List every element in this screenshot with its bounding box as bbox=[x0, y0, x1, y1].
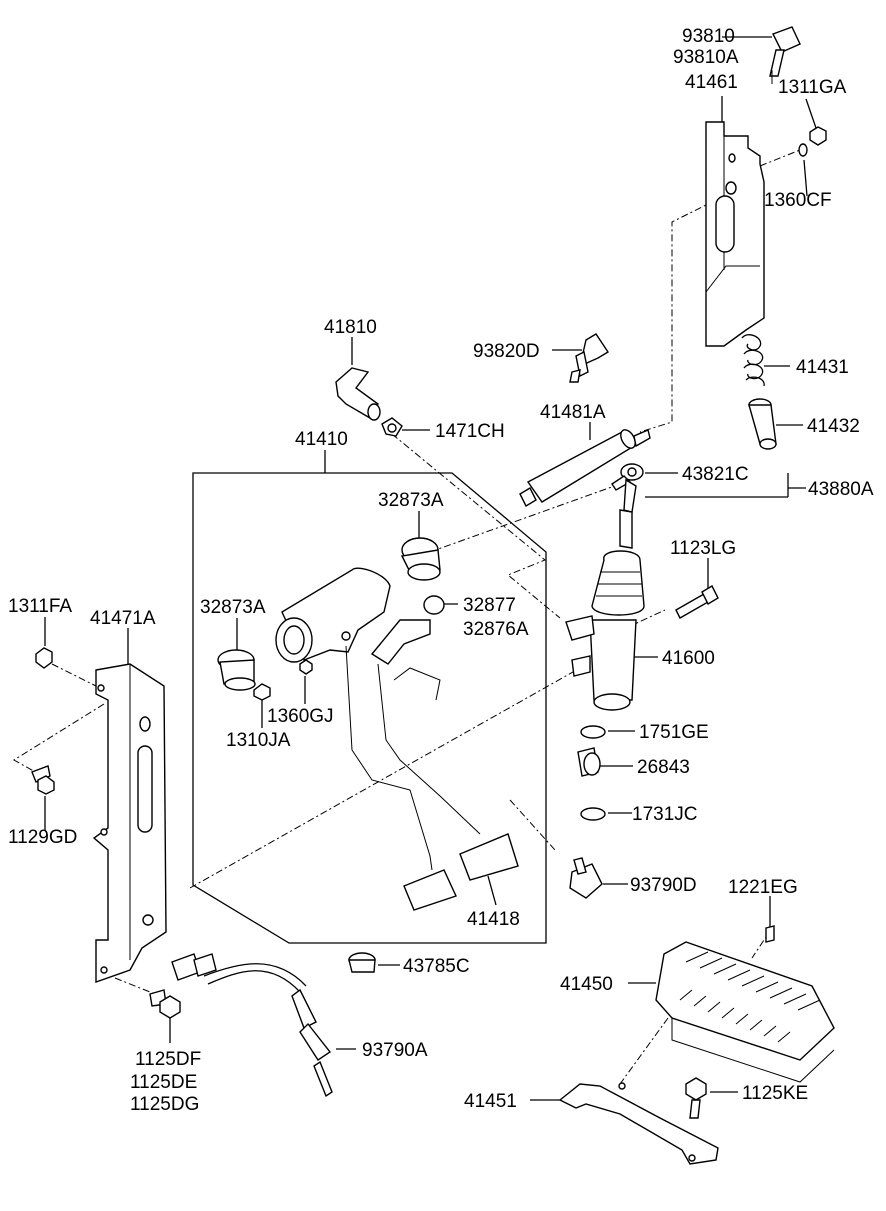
label-1360CF: 1360CF bbox=[764, 190, 832, 211]
bracket-41451 bbox=[558, 1082, 719, 1165]
label-41450: 41450 bbox=[560, 974, 613, 995]
nut-1311GA bbox=[809, 126, 827, 146]
bolt-1129GD bbox=[31, 765, 55, 795]
fitting-26843 bbox=[577, 747, 601, 777]
leader-lines bbox=[44, 36, 817, 1101]
bushing-32873A-top bbox=[400, 537, 441, 581]
label-1123LG: 1123LG bbox=[670, 538, 736, 559]
pedal-assembly-41410 bbox=[275, 567, 519, 911]
label-41461: 41461 bbox=[685, 72, 738, 93]
bolt-1125KE bbox=[685, 1077, 707, 1119]
rod-41481A bbox=[519, 429, 651, 507]
bolt-1125DF bbox=[149, 989, 181, 1019]
bracket-41461 bbox=[705, 121, 765, 347]
bolt-1221EG bbox=[765, 925, 775, 943]
label-32873A-top: 32873A bbox=[378, 490, 444, 511]
label-32877: 32877 bbox=[463, 595, 516, 616]
label-93810A: 93810A bbox=[673, 47, 739, 68]
label-93790D: 93790D bbox=[630, 875, 697, 896]
label-41418: 41418 bbox=[467, 909, 520, 930]
switch-93790D bbox=[569, 857, 603, 899]
label-1125KE: 1125KE bbox=[742, 1083, 808, 1104]
label-1360GJ: 1360GJ bbox=[267, 706, 334, 727]
label-41432: 41432 bbox=[807, 416, 860, 437]
label-1731JC: 1731JC bbox=[632, 804, 698, 825]
label-43821C: 43821C bbox=[682, 464, 749, 485]
sensor-93790A bbox=[171, 953, 333, 1098]
label-41451: 41451 bbox=[464, 1091, 517, 1112]
label-43880A: 43880A bbox=[808, 479, 874, 500]
label-41431: 41431 bbox=[796, 357, 849, 378]
hose-41810 bbox=[335, 367, 379, 419]
oring-1731JC bbox=[580, 807, 606, 821]
label-1311FA: 1311FA bbox=[8, 596, 72, 617]
label-1125DG: 1125DG bbox=[130, 1094, 199, 1115]
label-32873A-left: 32873A bbox=[200, 597, 266, 618]
oring-1751GE bbox=[580, 725, 606, 739]
label-1221EG: 1221EG bbox=[728, 877, 798, 898]
label-26843: 26843 bbox=[637, 757, 690, 778]
label-1129GD: 1129GD bbox=[8, 827, 77, 848]
bolt-1123LG bbox=[675, 585, 719, 619]
washer-1360CF bbox=[798, 143, 808, 157]
label-93790A: 93790A bbox=[362, 1040, 428, 1061]
bracket-41471A bbox=[92, 663, 167, 983]
bushing-32873A-left bbox=[217, 649, 256, 691]
label-93820D: 93820D bbox=[473, 341, 540, 362]
label-93810: 93810 bbox=[682, 26, 735, 47]
label-1471CH: 1471CH bbox=[435, 421, 505, 442]
master-cylinder-41600 bbox=[565, 509, 645, 711]
stopper-32877 bbox=[423, 595, 445, 615]
nut-1311FA bbox=[35, 647, 53, 669]
washer-1360GJ bbox=[299, 659, 313, 675]
label-41471A: 41471A bbox=[90, 608, 156, 629]
label-32876A: 32876A bbox=[463, 619, 529, 640]
pedal-box-outline bbox=[192, 472, 547, 944]
label-41410: 41410 bbox=[295, 429, 348, 450]
nut-1310JA bbox=[253, 683, 271, 701]
joint-43821C bbox=[611, 463, 644, 513]
label-43785C: 43785C bbox=[403, 956, 470, 977]
part-labels: 93810 93810A 41461 1311GA 1360CF 41810 9… bbox=[8, 26, 874, 1115]
sensor-93820D bbox=[569, 333, 609, 383]
label-41810: 41810 bbox=[324, 317, 377, 338]
label-1125DF: 1125DF bbox=[135, 1049, 201, 1070]
cap-43785C bbox=[348, 952, 376, 973]
label-1311GA: 1311GA bbox=[778, 77, 847, 98]
label-41600: 41600 bbox=[662, 648, 715, 669]
label-1125DE: 1125DE bbox=[130, 1072, 197, 1093]
label-1751GE: 1751GE bbox=[639, 722, 709, 743]
sensor-93810 bbox=[769, 26, 801, 84]
footrest-41450 bbox=[655, 941, 835, 1083]
bushing-41432 bbox=[748, 398, 777, 450]
label-1310JA: 1310JA bbox=[226, 730, 291, 751]
label-41481A: 41481A bbox=[540, 402, 606, 423]
clip-1471CH bbox=[381, 417, 403, 437]
spring-41431 bbox=[741, 334, 765, 387]
hose-end bbox=[367, 403, 381, 421]
